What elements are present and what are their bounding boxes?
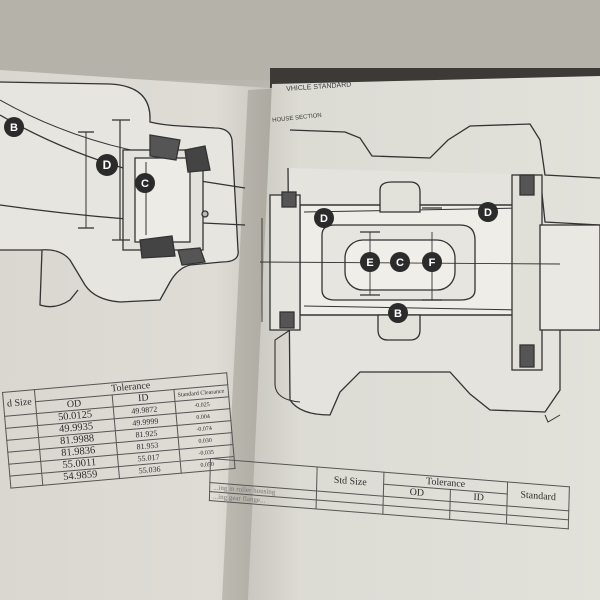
callout-c-right: C (396, 257, 404, 269)
callout-d-left: D (103, 158, 112, 172)
callout-f: F (429, 257, 436, 269)
left-callouts: B D C (4, 117, 155, 193)
right-callouts: D D E C F B (314, 202, 498, 323)
right-bearing-diagram (259, 123, 600, 423)
col-size-header: d Size (2, 389, 37, 417)
callout-c-left: C (141, 178, 149, 190)
callout-b-left: B (10, 122, 18, 134)
callout-b-right: B (394, 308, 402, 320)
left-bearing-diagram (0, 81, 246, 308)
callout-d-right-right: D (484, 207, 492, 219)
left-tolerance-table: d Size Tolerance OD ID Standard Clearanc… (2, 372, 235, 489)
callout-d-right-left: D (320, 213, 328, 225)
callout-e: E (366, 257, 373, 269)
